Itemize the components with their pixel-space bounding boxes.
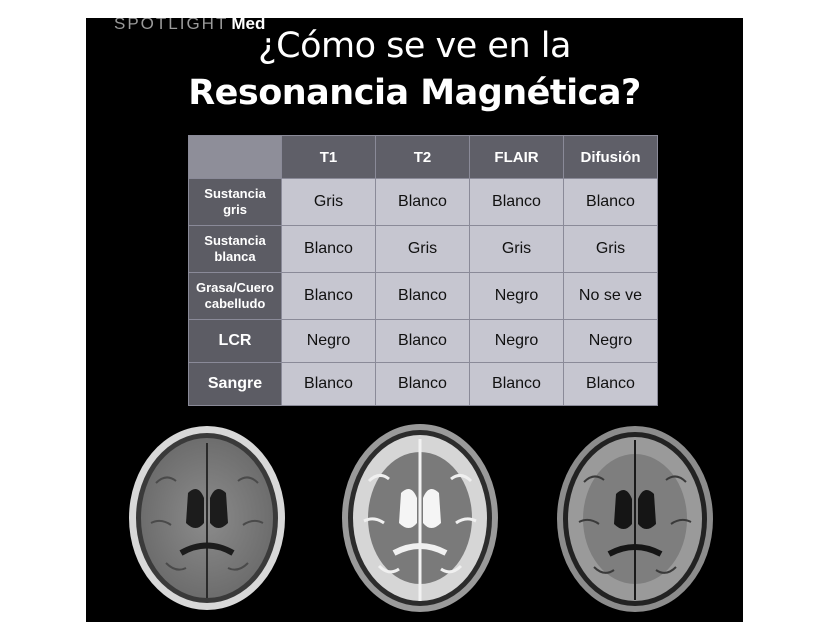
table-cell: Blanco bbox=[375, 362, 470, 406]
table-cell: Blanco bbox=[375, 319, 470, 363]
row-header-lcr: LCR bbox=[188, 319, 282, 363]
column-header-t2: T2 bbox=[375, 135, 470, 179]
table-cell: Blanco bbox=[281, 362, 376, 406]
table-cell: Blanco bbox=[469, 362, 564, 406]
table-cell: Gris bbox=[563, 225, 658, 273]
table-cell: Negro bbox=[563, 319, 658, 363]
table-cell: Negro bbox=[281, 319, 376, 363]
logo-med-text: Med bbox=[231, 18, 266, 33]
table-header-row: T1 T2 FLAIR Difusión bbox=[188, 135, 658, 179]
column-header-t1: T1 bbox=[281, 135, 376, 179]
column-header-flair: FLAIR bbox=[469, 135, 564, 179]
table-cell: Blanco bbox=[469, 178, 564, 226]
title-line-2: Resonancia Magnética? bbox=[188, 73, 641, 113]
table-cell: Blanco bbox=[563, 362, 658, 406]
table-cell: Negro bbox=[469, 319, 564, 363]
mri-brain-t2-image bbox=[342, 424, 498, 612]
column-header-difusion: Difusión bbox=[563, 135, 658, 179]
table-corner-cell bbox=[188, 135, 282, 179]
row-header-sangre: Sangre bbox=[188, 362, 282, 406]
table-row: Sangre Blanco Blanco Blanco Blanco bbox=[188, 362, 658, 406]
logo-text: SPOTLIGHT bbox=[114, 18, 229, 33]
table-cell: No se ve bbox=[563, 272, 658, 320]
table-cell: Blanco bbox=[375, 272, 470, 320]
table-row: LCR Negro Blanco Negro Negro bbox=[188, 319, 658, 363]
title-line-1: ¿Cómo se ve en la bbox=[258, 26, 571, 66]
table-cell: Blanco bbox=[375, 178, 470, 226]
table-cell: Gris bbox=[375, 225, 470, 273]
table-cell: Blanco bbox=[281, 272, 376, 320]
table-cell: Blanco bbox=[281, 225, 376, 273]
table-cell: Gris bbox=[281, 178, 376, 226]
table-cell: Blanco bbox=[563, 178, 658, 226]
table-cell: Negro bbox=[469, 272, 564, 320]
mri-brain-flair-image bbox=[557, 426, 713, 612]
mri-brain-t1-image bbox=[129, 426, 285, 610]
table-cell: Gris bbox=[469, 225, 564, 273]
